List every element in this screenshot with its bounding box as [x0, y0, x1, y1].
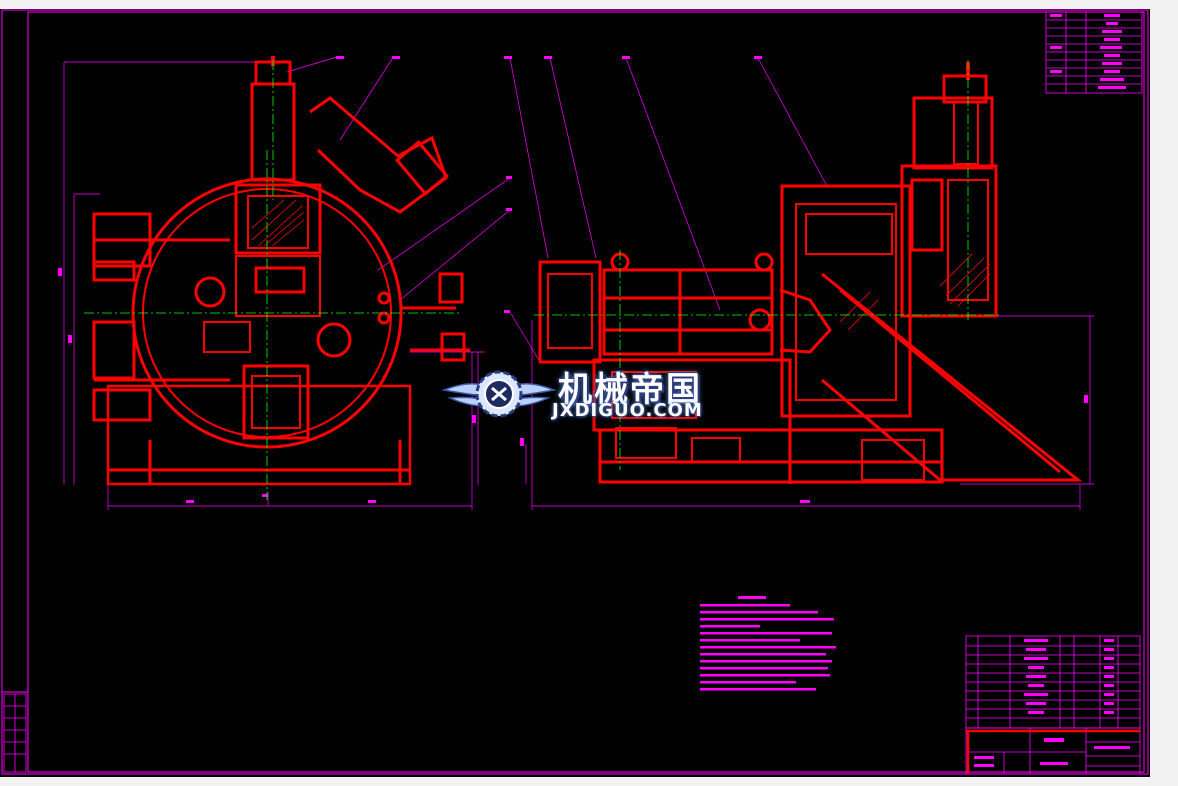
right-view-body — [538, 62, 1083, 484]
left-view-dimensions — [63, 55, 511, 510]
left-view-centerlines — [84, 60, 460, 500]
drawing-frame — [1, 9, 1149, 775]
title-block-red-rules — [966, 729, 1140, 774]
right-view-centerlines — [534, 60, 1000, 470]
title-block — [965, 727, 1141, 775]
parts-list-entries — [1024, 639, 1114, 714]
sheet-border-right — [1150, 0, 1178, 786]
watermark-chinese-text: 机械帝国 — [558, 370, 702, 410]
technical-notes — [700, 596, 836, 691]
sheet-border-bottom — [0, 777, 1178, 786]
right-view-dimension-labels — [504, 56, 1088, 503]
title-block-labels — [974, 738, 1130, 767]
watermark-logo: 机械帝国 JXDIGUO.COM — [440, 362, 740, 426]
left-view-part-numbers — [336, 56, 344, 59]
sheet-border-top — [0, 0, 1178, 9]
parameter-table-values — [1050, 14, 1126, 89]
right-view-dimensions — [509, 57, 1094, 510]
watermark-url-text: JXDIGUO.COM — [552, 400, 703, 421]
left-view-hatching — [251, 199, 305, 247]
left-margin-table — [3, 693, 27, 773]
parameter-table — [1045, 11, 1143, 94]
winged-gear-icon — [441, 370, 557, 418]
